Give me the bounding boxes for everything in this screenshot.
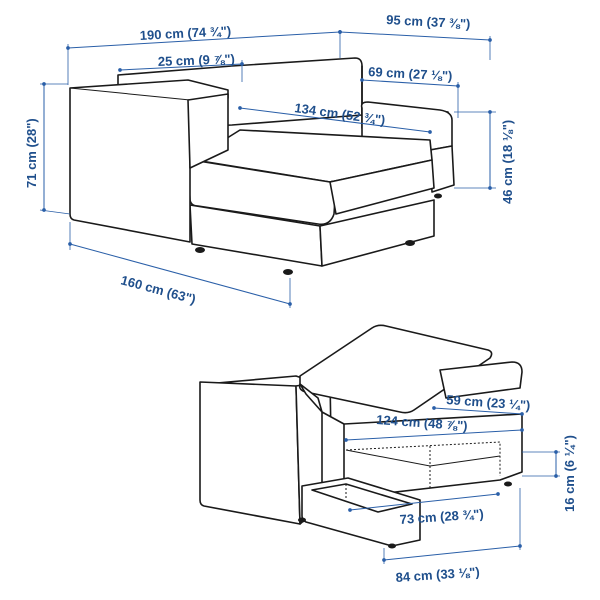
label-compartment-length: 73 cm (28 ¾") — [399, 506, 484, 527]
label-seat-height: 46 cm (18 ⅛") — [500, 120, 515, 204]
label-storage-width: 59 cm (23 ¼") — [446, 392, 531, 413]
label-module-width: 95 cm (37 ⅜") — [386, 12, 471, 31]
label-armrest-width: 25 cm (9 ⅞") — [158, 51, 235, 69]
label-storage-length: 124 cm (48 ⅞") — [376, 412, 468, 433]
label-total-depth: 160 cm (63") — [119, 272, 197, 306]
label-compartment-width: 84 cm (33 ⅛") — [395, 564, 480, 585]
label-storage-height: 16 cm (6 ¼") — [562, 435, 577, 512]
label-back-height: 71 cm (28") — [24, 118, 39, 188]
label-total-width: 190 cm (74 ¾") — [139, 23, 231, 43]
bottom-dimension-lines — [344, 406, 560, 564]
top-dimension-lines — [39, 30, 496, 308]
assembled-chaise-illustration — [69, 57, 455, 275]
label-seat-depth: 69 cm (27 ⅛") — [368, 64, 453, 83]
